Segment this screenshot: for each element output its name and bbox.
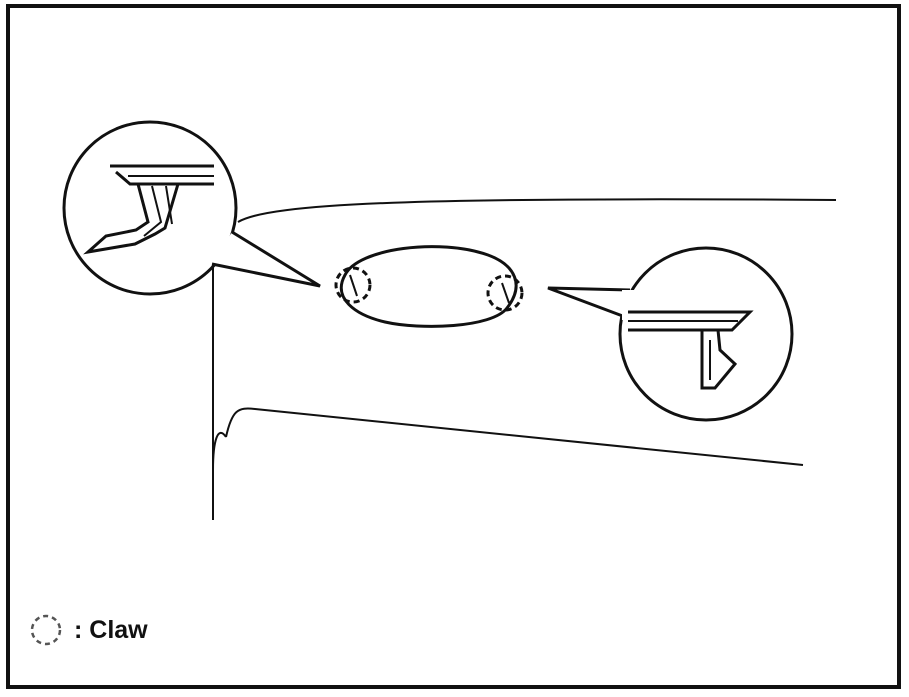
dashed-circle-icon (30, 614, 62, 646)
part-oval (339, 245, 518, 328)
frame-border (6, 4, 901, 689)
right-claw-detail (628, 310, 754, 390)
claw-marker-right-slot (501, 282, 510, 304)
legend-label: : Claw (74, 615, 148, 644)
front-curve-line (212, 431, 227, 520)
legend: : Claw (30, 610, 148, 650)
left-claw-detail (83, 164, 214, 255)
left-detail-callout (62, 120, 321, 296)
claw-marker-left-slot (349, 274, 358, 297)
right-detail-callout (547, 246, 794, 422)
upper-body-line (237, 198, 837, 223)
lower-body-line (225, 407, 804, 466)
left-callout-circle (62, 120, 238, 296)
body-panel-outline (212, 198, 837, 520)
right-callout-circle (618, 246, 794, 422)
claw-marker-left (334, 266, 372, 304)
right-callout-pointer (547, 286, 631, 320)
claw-marker-right (486, 274, 524, 312)
left-callout-pointer (211, 230, 321, 288)
